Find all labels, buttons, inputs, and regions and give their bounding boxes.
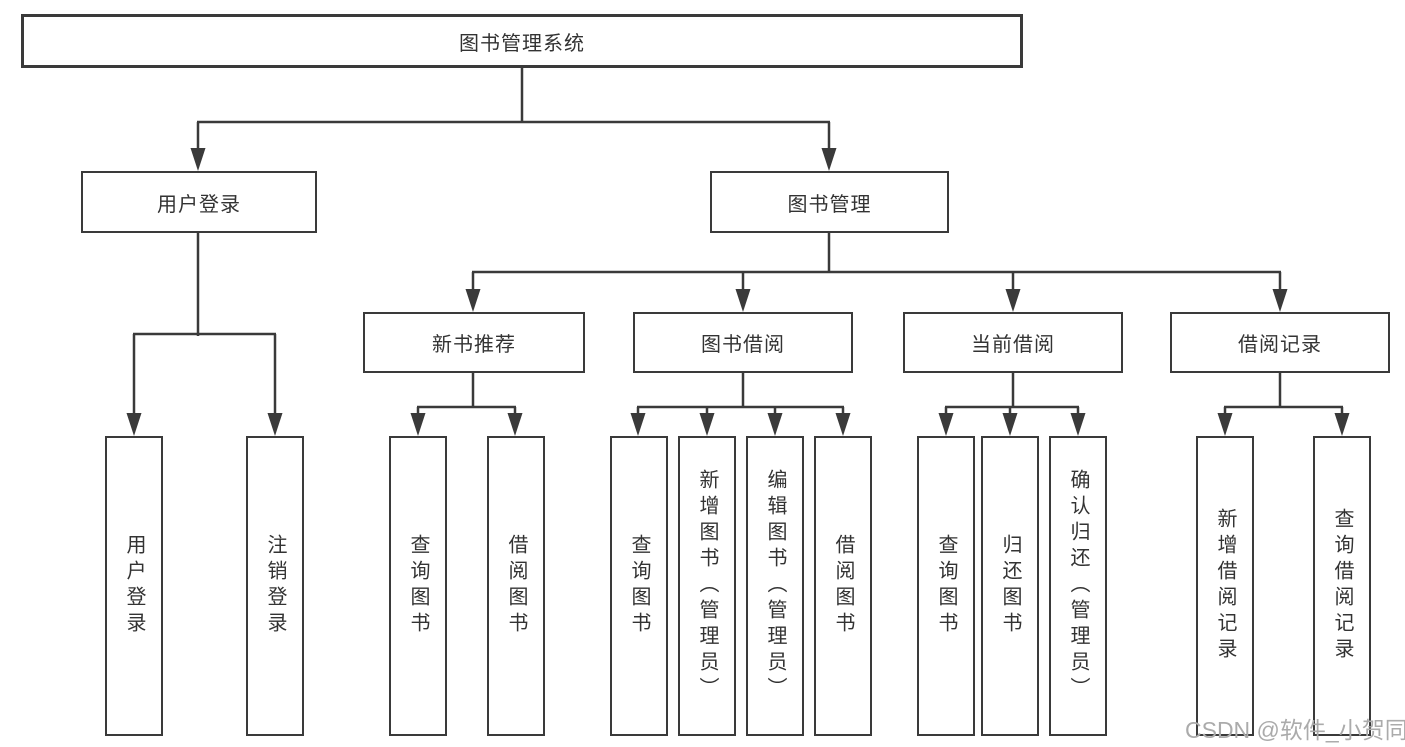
leaf-confirm-return-admin: 确认归还（管理员）	[1049, 436, 1107, 736]
node-label: 编辑图书（管理员）	[764, 469, 786, 703]
csdn-watermark: CSDN @软件_小贺同学	[1185, 717, 1405, 743]
leaf-user-login: 用户登录	[105, 436, 163, 736]
node-label: 归还图书	[999, 534, 1021, 638]
node-label: 借阅图书	[832, 534, 854, 638]
node-label: 查询图书	[935, 534, 957, 638]
leaf-edit-book-admin: 编辑图书（管理员）	[746, 436, 804, 736]
leaf-query-books-borrow: 查询图书	[610, 436, 668, 736]
leaf-borrow-books: 借阅图书	[814, 436, 872, 736]
node-label: 查询图书	[628, 534, 650, 638]
leaf-logout: 注销登录	[246, 436, 304, 736]
node-label: 图书借阅	[701, 334, 785, 356]
node-label: 查询借阅记录	[1331, 508, 1353, 664]
node-label: 图书管理	[787, 193, 872, 216]
node-book-management: 图书管理	[710, 171, 949, 233]
node-label: 确认归还（管理员）	[1067, 469, 1089, 703]
leaf-query-books-recommend: 查询图书	[389, 436, 447, 736]
leaf-add-book-admin: 新增图书（管理员）	[678, 436, 736, 736]
leaf-return-books: 归还图书	[981, 436, 1039, 736]
node-label: 用户登录	[123, 534, 145, 638]
node-label: 新书推荐	[432, 334, 516, 356]
node-user-login: 用户登录	[81, 171, 317, 233]
node-label: 新增图书（管理员）	[696, 469, 718, 703]
node-label: 当前借阅	[971, 334, 1055, 356]
node-label: 新增借阅记录	[1214, 508, 1236, 664]
node-new-book-recommendation: 新书推荐	[363, 312, 585, 373]
node-label: 借阅记录	[1238, 334, 1322, 356]
node-current-borrowing: 当前借阅	[903, 312, 1123, 373]
node-label: 注销登录	[264, 534, 286, 638]
node-borrowing-records: 借阅记录	[1170, 312, 1390, 373]
node-label: 图书管理系统	[459, 32, 585, 55]
node-library-management-system: 图书管理系统	[21, 14, 1023, 68]
leaf-add-borrow-record: 新增借阅记录	[1196, 436, 1254, 736]
leaf-query-books-current: 查询图书	[917, 436, 975, 736]
leaf-borrow-books-recommend: 借阅图书	[487, 436, 545, 736]
leaf-query-borrow-record: 查询借阅记录	[1313, 436, 1371, 736]
arrowheads	[126, 148, 1350, 436]
node-label: 用户登录	[157, 193, 241, 216]
node-label: 查询图书	[407, 534, 429, 638]
node-book-borrowing: 图书借阅	[633, 312, 853, 373]
node-label: 借阅图书	[505, 534, 527, 638]
